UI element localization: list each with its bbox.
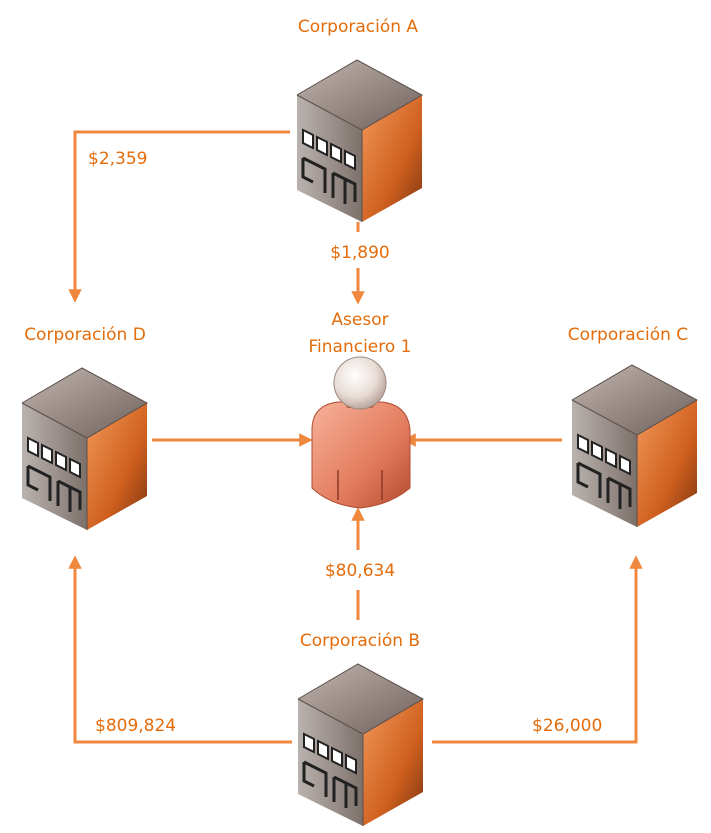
- amount-b-to-c: $26,000: [532, 716, 602, 736]
- amount-b-to-advisor: $80,634: [325, 561, 395, 581]
- corp-c-label: Corporación C: [568, 325, 688, 345]
- advisor-label-line2: Financiero 1: [309, 337, 412, 357]
- amount-a-to-d: $2,359: [88, 149, 147, 169]
- building-icon-corp-b: [296, 662, 425, 828]
- financial-advisor-person-icon: [311, 356, 411, 509]
- flow-b-to-c: [432, 555, 643, 744]
- corp-d-label: Corporación D: [24, 325, 146, 345]
- flow-b-to-d: [68, 555, 292, 744]
- flow-a-to-d: [68, 130, 290, 303]
- corp-a-label: Corporación A: [298, 17, 419, 37]
- advisor-label-line1: Asesor: [331, 310, 388, 330]
- amount-a-to-advisor: $1,890: [330, 243, 389, 263]
- building-icon-corp-a: [295, 58, 424, 224]
- building-icon-corp-c: [570, 363, 699, 529]
- amount-b-to-d: $809,824: [95, 716, 176, 736]
- corp-b-label: Corporación B: [300, 631, 420, 651]
- building-icon-corp-d: [20, 366, 149, 532]
